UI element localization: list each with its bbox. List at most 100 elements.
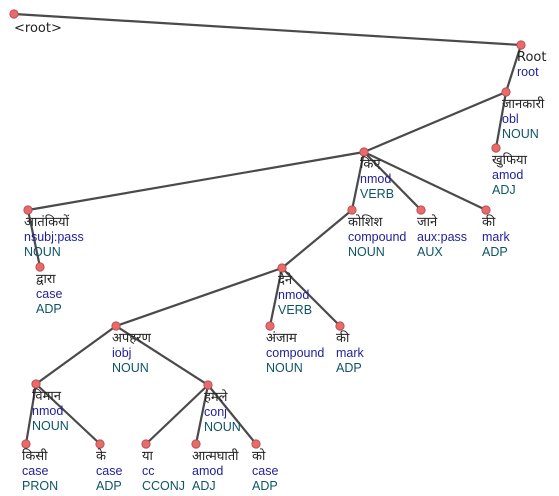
node-pos-hamle: NOUN xyxy=(204,420,241,434)
node-pos-jaane: AUX xyxy=(417,245,443,259)
node-rel-jaankaari: obl xyxy=(502,112,519,126)
node-word-dvaara: द्वारा xyxy=(36,272,56,287)
node-word-dene: देने xyxy=(278,272,293,288)
node-word-aatmaghaati: आत्मघाती xyxy=(192,448,239,464)
node-rel-ya: cc xyxy=(142,464,155,478)
node-pos-ko: ADP xyxy=(252,479,278,493)
node-dot-dene[interactable] xyxy=(277,263,287,273)
node-pos-ki2: ADP xyxy=(336,361,362,375)
node-dot-kiye[interactable] xyxy=(359,147,369,157)
node-rel-ko: case xyxy=(252,464,278,478)
node-rel-ki1: mark xyxy=(482,230,511,244)
node-word-kisi: किसी xyxy=(22,448,48,464)
node-word-kiye: किए xyxy=(360,156,381,172)
node-word-vimaan: विमान xyxy=(32,388,62,404)
node-dot-hamle[interactable] xyxy=(203,380,213,390)
edge-jaankaari-kiye xyxy=(363,90,507,154)
node-word-root: Root xyxy=(517,50,546,65)
node-word-khufiya: खुफिया xyxy=(492,152,528,168)
edge-root-jaankaari xyxy=(504,44,523,93)
edge-vimaan-ke xyxy=(35,383,101,445)
node-dot-root-marker[interactable] xyxy=(9,9,19,19)
node-pos-vimaan: NOUN xyxy=(32,419,69,433)
edge-hamle-ya xyxy=(145,384,209,445)
edge-kiye-aatankiyon xyxy=(27,150,365,212)
node-rel-kiye: nmod xyxy=(360,172,391,186)
node-rel-anjaam: compound xyxy=(266,346,324,360)
node-dot-khufiya[interactable] xyxy=(491,143,501,153)
node-dot-kisi[interactable] xyxy=(21,439,31,449)
node-pos-apaharan: NOUN xyxy=(112,361,149,375)
node-pos-ki1: ADP xyxy=(482,245,508,259)
node-word-ya: या xyxy=(142,449,154,464)
node-dot-ki1[interactable] xyxy=(481,205,491,215)
tree-nodes: RootrootजानकारीoblNOUNखुफियाamodADJकिएnm… xyxy=(9,9,546,493)
node-word-aatankiyon: आतंकियों xyxy=(24,214,70,230)
tree-edges xyxy=(13,12,523,445)
edge-hamle-ko xyxy=(207,384,257,445)
node-rel-koshish: compound xyxy=(348,230,406,244)
node-pos-ke: ADP xyxy=(96,479,122,493)
edge-apaharan-vimaan xyxy=(35,325,117,385)
edge-kiye-koshish xyxy=(350,151,366,211)
edge-hamle-aatmaghaati xyxy=(194,384,210,445)
node-word-jaane: जाने xyxy=(417,214,438,230)
edge-koshish-dene xyxy=(281,209,353,269)
node-dot-ki2[interactable] xyxy=(335,321,345,331)
edge-kiye-ki1 xyxy=(363,151,487,211)
node-rel-khufiya: amod xyxy=(492,168,523,182)
node-rel-apaharan: iobj xyxy=(112,346,131,360)
node-rel-jaane: aux:pass xyxy=(417,230,467,244)
node-word-ke: के xyxy=(96,448,107,464)
edge-kiye-jaane xyxy=(363,151,422,211)
node-dot-root[interactable] xyxy=(516,40,526,50)
node-rel-aatankiyon: nsubj:pass xyxy=(24,230,84,244)
node-pos-dvaara: ADP xyxy=(36,302,62,316)
node-word-hamle: हमले xyxy=(204,389,228,405)
node-word-ko: को xyxy=(252,448,266,464)
node-rel-hamle: conj xyxy=(204,405,227,419)
node-pos-jaankaari: NOUN xyxy=(502,127,539,141)
node-pos-khufiya: ADJ xyxy=(492,183,516,197)
node-dot-ya[interactable] xyxy=(141,439,151,449)
node-pos-aatmaghaati: ADJ xyxy=(192,479,216,493)
node-dot-apaharan[interactable] xyxy=(111,321,121,331)
node-word-ki1: की xyxy=(482,214,496,230)
node-pos-anjaam: NOUN xyxy=(266,361,303,375)
node-word-ki2: की xyxy=(336,330,350,346)
node-dot-jaane[interactable] xyxy=(416,205,426,215)
node-rel-dene: nmod xyxy=(278,288,309,302)
node-rel-root: root xyxy=(517,65,539,79)
node-word-koshish: कोशिश xyxy=(348,214,384,230)
node-pos-koshish: NOUN xyxy=(348,245,385,259)
node-dot-ko[interactable] xyxy=(251,439,261,449)
node-pos-dene: VERB xyxy=(278,303,312,317)
edge-jaankaari-khufiya xyxy=(494,91,508,149)
node-dot-ke[interactable] xyxy=(95,439,105,449)
node-pos-kiye: VERB xyxy=(360,187,394,201)
node-dot-aatankiyon[interactable] xyxy=(23,205,33,215)
node-dot-dvaara[interactable] xyxy=(35,262,45,272)
node-pos-aatankiyon: NOUN xyxy=(24,245,61,259)
node-rel-kisi: case xyxy=(22,464,48,478)
node-rel-ke: case xyxy=(96,464,122,478)
node-rel-ki2: mark xyxy=(336,346,365,360)
node-word-jaankaari: जानकारी xyxy=(502,96,545,112)
node-pos-kisi: PRON xyxy=(22,479,58,493)
edge-aatankiyon-dvaara xyxy=(26,209,42,268)
node-dot-koshish[interactable] xyxy=(347,205,357,215)
node-dot-anjaam[interactable] xyxy=(265,321,275,331)
node-word-apaharan: अपहरण xyxy=(112,331,152,346)
edge-vimaan-kisi xyxy=(24,383,38,445)
node-pos-ya: CCONJ xyxy=(142,479,185,493)
edge-dene-apaharan xyxy=(115,266,283,328)
node-rel-aatmaghaati: amod xyxy=(192,464,223,478)
node-dot-aatmaghaati[interactable] xyxy=(191,439,201,449)
node-dot-vimaan[interactable] xyxy=(31,379,41,389)
edge-__top-root xyxy=(13,12,522,47)
edge-dene-anjaam xyxy=(268,267,284,327)
node-word-anjaam: अंजाम xyxy=(266,331,297,346)
root-marker-label: <root> xyxy=(14,21,62,36)
node-dot-jaankaari[interactable] xyxy=(501,87,511,97)
